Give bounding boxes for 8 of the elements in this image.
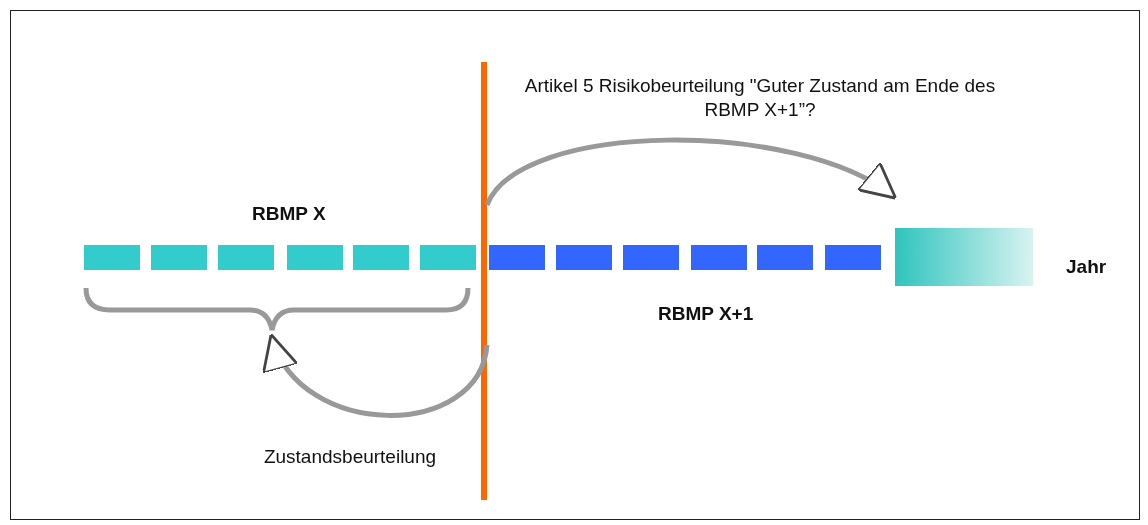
curly-brace: [83, 287, 471, 333]
edge-label: Zustandsbeurteilung: [262, 445, 438, 469]
future-period-block: [895, 228, 1033, 286]
edge-label: Artikel 5 Risikobeurteilung "Guter Zustand am Ende des RBMP X+1”?: [523, 74, 997, 122]
period-label: Jahr: [1066, 256, 1107, 278]
period-label: RBMP X+1: [658, 303, 754, 325]
curved-arrow: [484, 137, 898, 207]
period-label: RBMP X: [252, 203, 326, 225]
